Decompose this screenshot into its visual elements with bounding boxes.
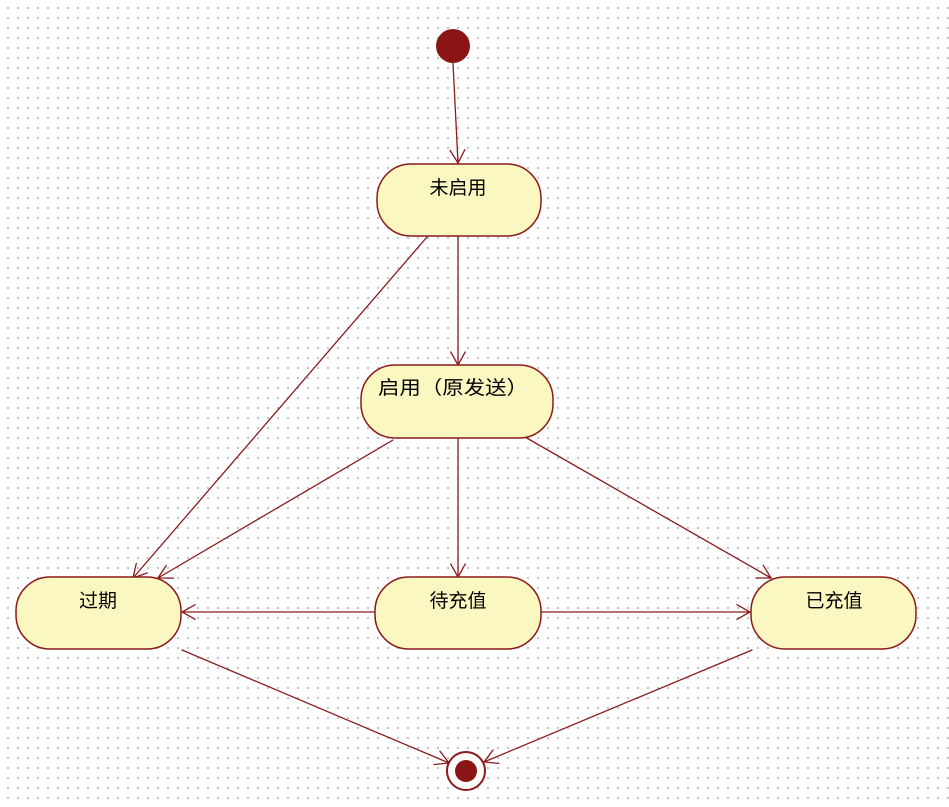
transition-recharged-to-final — [482, 649, 753, 765]
state-recharged-label: 已充值 — [805, 590, 862, 612]
transition-enabled-to-pending-recharge — [450, 436, 466, 579]
transition-pending-recharge-to-expired — [180, 604, 376, 620]
state-enabled-label: 启用（原发送） — [378, 377, 528, 399]
transition-pending-recharge-to-recharged — [539, 604, 752, 620]
state-pending-recharge: 待充值 — [374, 576, 542, 650]
final-state — [446, 751, 486, 791]
state-not-enabled: 未启用 — [376, 163, 542, 237]
state-expired-label: 过期 — [79, 590, 117, 612]
state-recharged: 已充值 — [750, 576, 917, 650]
transition-initial-to-not-enabled — [449, 62, 466, 165]
transition-enabled-to-recharged — [524, 436, 773, 579]
state-expired: 过期 — [15, 576, 182, 650]
transition-expired-to-final — [181, 649, 451, 766]
transition-not-enabled-to-enabled — [450, 234, 466, 367]
state-enabled: 启用（原发送） — [360, 364, 554, 439]
state-pending-recharge-label: 待充值 — [429, 590, 486, 612]
state-not-enabled-label: 未启用 — [429, 177, 486, 199]
initial-state — [436, 29, 470, 63]
